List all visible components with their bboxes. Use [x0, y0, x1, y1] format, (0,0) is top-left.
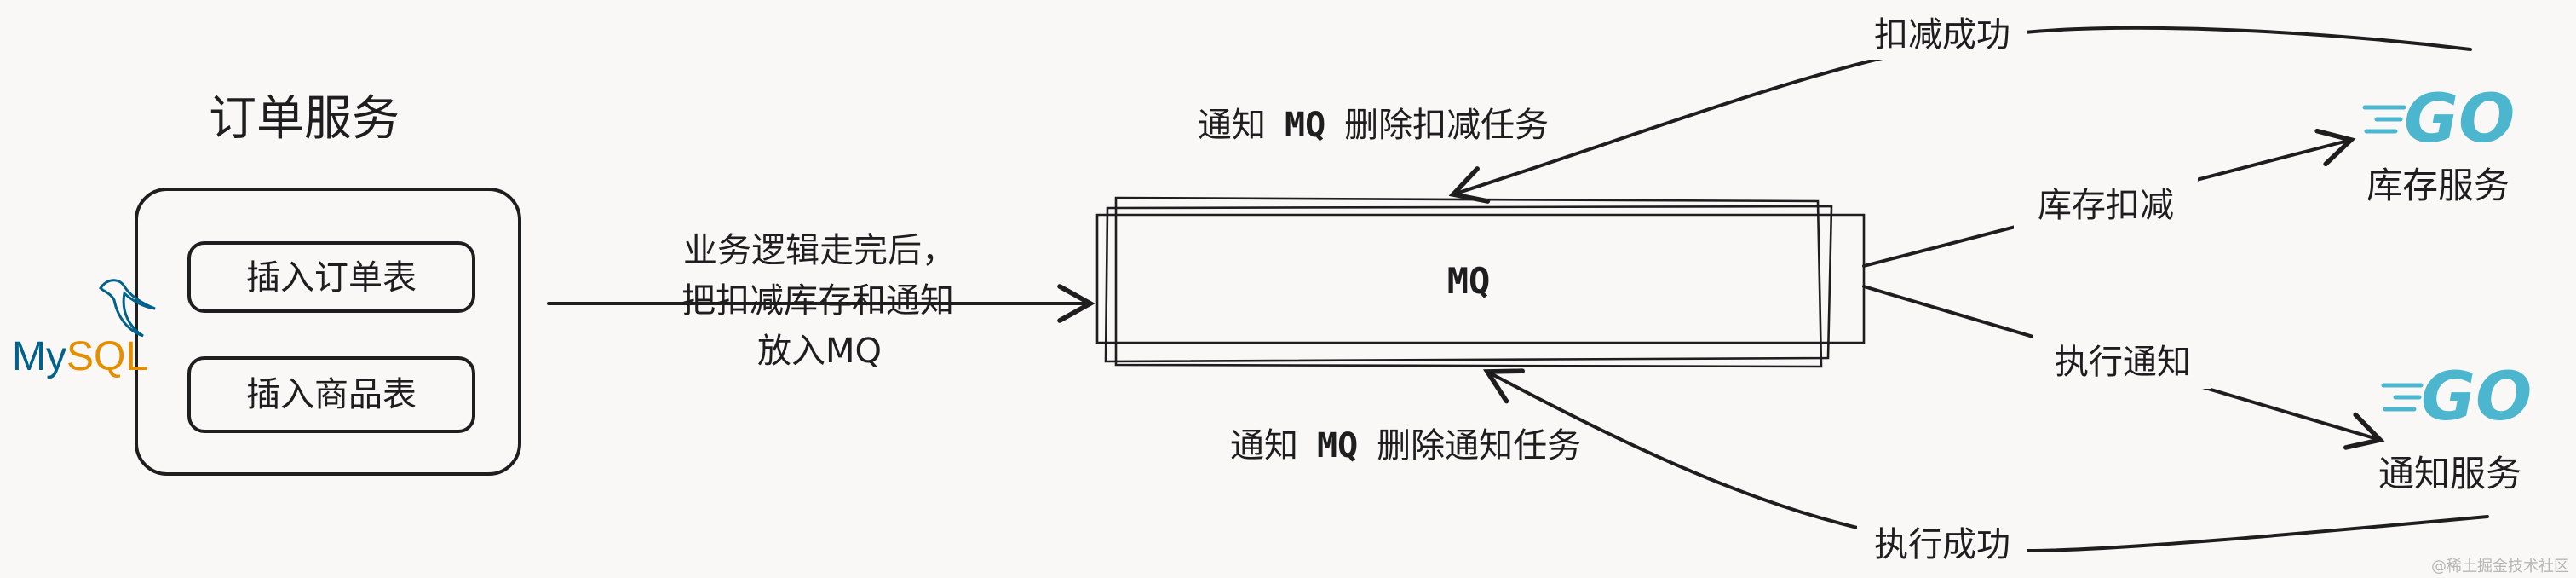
insert-order-table-label: 插入订单表 [246, 258, 417, 298]
mq-delete-deduct-suffix: 删除扣减任务 [1344, 106, 1549, 145]
mysql-logo-text: MySQL [12, 334, 148, 379]
inventory-go-logo: GO [2362, 81, 2515, 158]
mq-delete-deduct-label: 通知 MQ 删除扣减任务 [1198, 106, 1549, 145]
mq-delete-deduct-prefix: 通知 [1198, 106, 1266, 145]
go-icon: GO [2421, 359, 2532, 436]
deduct-success-label: 扣减成功 [1874, 15, 2010, 55]
dolphin-icon [99, 279, 156, 338]
execute-success-label-bg [1857, 515, 2027, 571]
execute-success-label: 执行成功 [1874, 525, 2010, 564]
mq-box-outline-1 [1095, 213, 1866, 344]
mq-delete-notify-suffix: 删除通知任务 [1377, 426, 1581, 465]
mysql-logo-wordmark: My [12, 334, 66, 379]
inventory-service-label: 库存服务 [2366, 165, 2510, 206]
notification-service-label: 通知服务 [2378, 453, 2521, 494]
insert-product-table-box [187, 356, 475, 433]
to-mq-line-1: 业务逻辑走完后， [683, 231, 956, 270]
mq-box-outline-3 [1104, 205, 1833, 363]
watermark: @稀土掘金技术社区 [2431, 558, 2569, 575]
mq-delete-notify-mq: MQ [1317, 426, 1358, 465]
mysql-logo: MySQL [12, 279, 156, 379]
execute-notify-label-bg [2033, 332, 2211, 389]
order-service-title: 订单服务 [209, 91, 400, 147]
mq-label: MQ [1447, 260, 1491, 302]
to-mq-line-2: 把扣减库存和通知 [681, 281, 954, 321]
mq-delete-notify-prefix: 通知 [1230, 426, 1298, 465]
deduct-success-label-bg [1857, 3, 2027, 60]
mq-delete-notify-label: 通知 MQ 删除通知任务 [1230, 426, 1581, 465]
execute-notify-label: 执行通知 [2055, 343, 2191, 382]
mq-delete-deduct-mq: MQ [1285, 106, 1325, 145]
inventory-deduct-label-bg [2014, 176, 2198, 232]
go-icon: GO [2404, 81, 2515, 158]
insert-product-table-label: 插入商品表 [246, 375, 417, 414]
notification-go-logo: GO [2381, 359, 2532, 436]
mq-box-outline-2 [1114, 196, 1823, 368]
mysql-logo-wordmark-sql: SQL [66, 334, 148, 379]
inventory-deduct-label: 库存扣减 [2038, 186, 2174, 225]
to-mq-line-3: 放入MQ [757, 332, 882, 371]
insert-order-table-box [187, 241, 475, 313]
mq-box [1095, 196, 1866, 368]
